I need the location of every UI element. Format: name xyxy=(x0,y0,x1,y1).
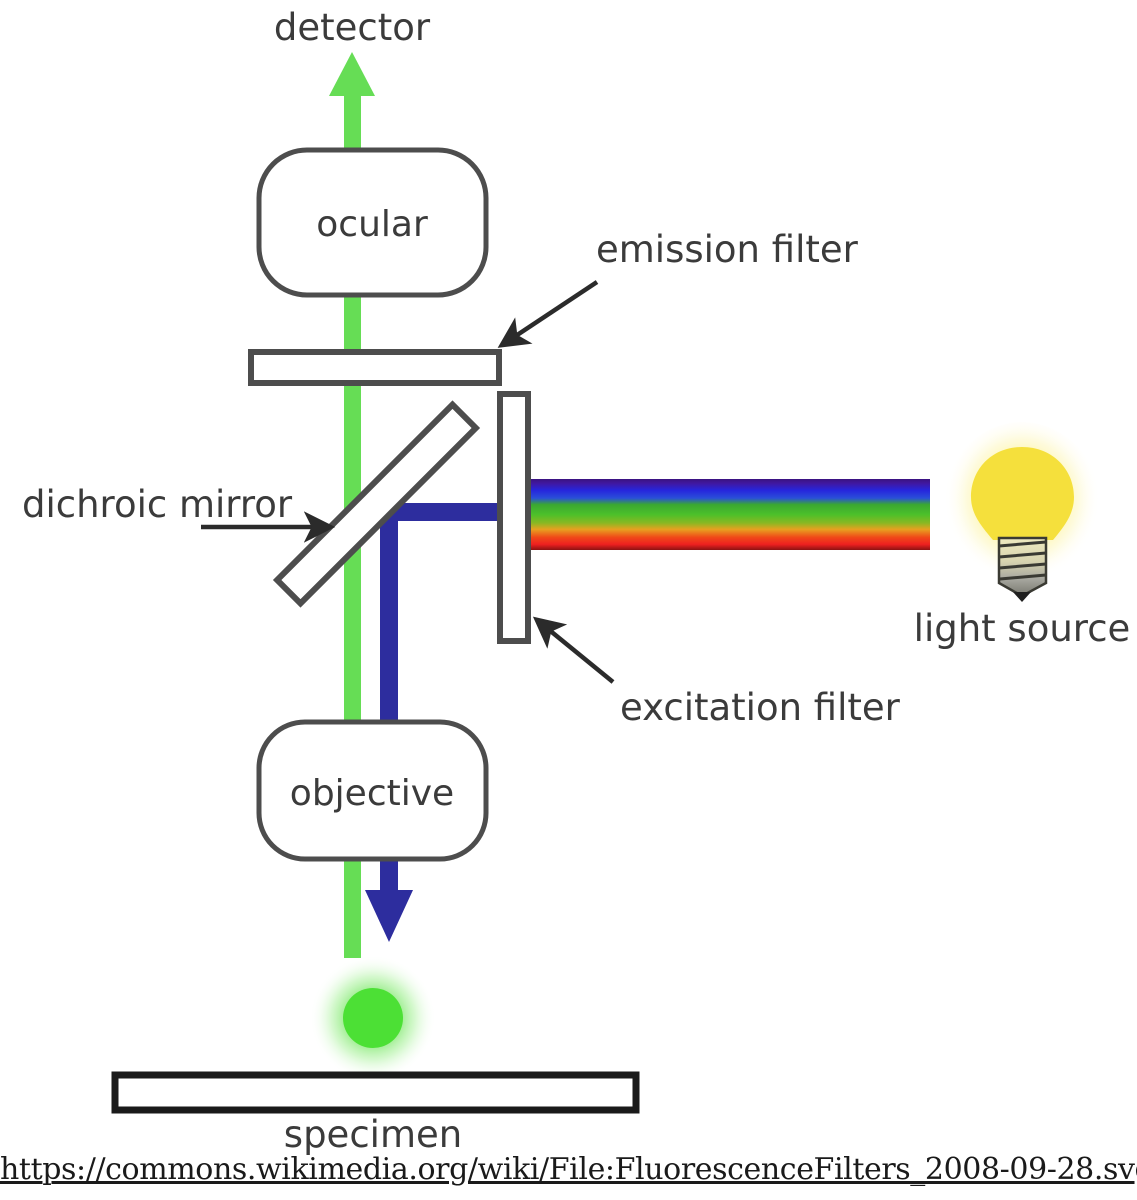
specimen-slide xyxy=(111,1071,640,1114)
specimen-label: specimen xyxy=(284,1113,462,1156)
source-url-link[interactable]: https://commons.wikimedia.org/wiki/File:… xyxy=(0,1152,1137,1187)
emission-filter-component xyxy=(248,349,502,386)
excitation-filter-leader-arrow xyxy=(532,616,615,684)
emission-filter-leader-arrow xyxy=(497,280,599,348)
ocular-component: ocular xyxy=(256,147,489,298)
emission-filter-label: emission filter xyxy=(596,228,859,271)
excitation-filter-component xyxy=(497,391,531,644)
objective-label: objective xyxy=(290,773,454,814)
ocular-label: ocular xyxy=(316,204,428,245)
dichroic-mirror xyxy=(272,400,481,608)
white-light-spectrum-beam xyxy=(528,479,930,550)
bulb-envelope xyxy=(971,447,1074,540)
dichroic-mirror-label: dichroic mirror xyxy=(22,483,293,526)
specimen-component xyxy=(111,955,640,1114)
objective-component: objective xyxy=(256,719,489,862)
bulb-screw-base xyxy=(997,536,1048,602)
specimen-spot xyxy=(343,988,403,1048)
light-source-label: light source xyxy=(914,607,1131,650)
excitation-filter-label: excitation filter xyxy=(620,686,901,729)
detector-label: detector xyxy=(274,6,431,49)
light-bulb xyxy=(944,422,1100,602)
